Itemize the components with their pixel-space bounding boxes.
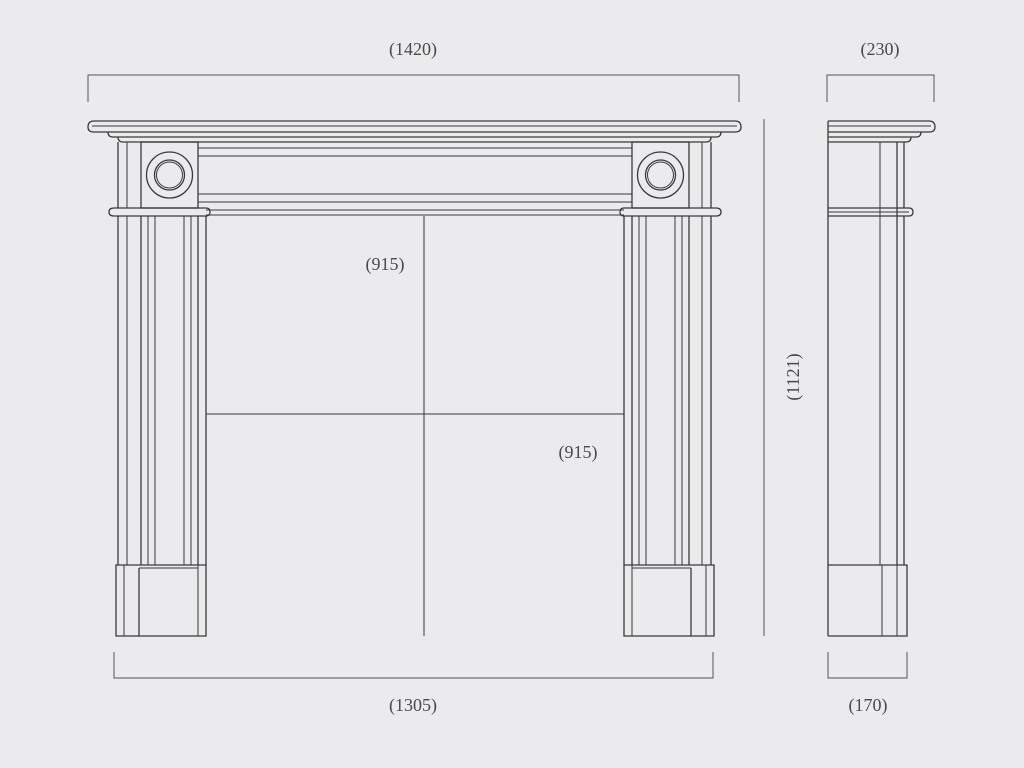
right-corner-block xyxy=(631,141,690,209)
shelf-depth-dimension: (230) xyxy=(826,39,935,102)
leg-width-label: (1305) xyxy=(389,695,437,716)
opening-dimension-lines xyxy=(206,216,624,636)
left-leg xyxy=(115,216,207,637)
front-view: (915) (915) xyxy=(87,120,742,637)
overall-width-label: (1420) xyxy=(389,39,437,60)
opening-height-label: (915) xyxy=(366,254,405,275)
overall-height-dimension: (1121) xyxy=(763,119,804,636)
leg-width-dimension: (1305) xyxy=(113,652,714,716)
leg-depth-dimension: (170) xyxy=(827,652,908,716)
capital-moulding xyxy=(108,207,722,217)
opening-width-label: (915) xyxy=(559,442,598,463)
right-leg xyxy=(623,216,715,637)
mantel-shelf xyxy=(87,120,742,143)
leg-depth-label: (170) xyxy=(849,695,888,716)
left-corner-block xyxy=(140,141,199,209)
frieze xyxy=(117,142,712,208)
side-view xyxy=(827,120,936,637)
overall-height-label: (1121) xyxy=(783,353,804,400)
overall-width-dimension: (1420) xyxy=(87,39,740,102)
shelf-depth-label: (230) xyxy=(861,39,900,60)
